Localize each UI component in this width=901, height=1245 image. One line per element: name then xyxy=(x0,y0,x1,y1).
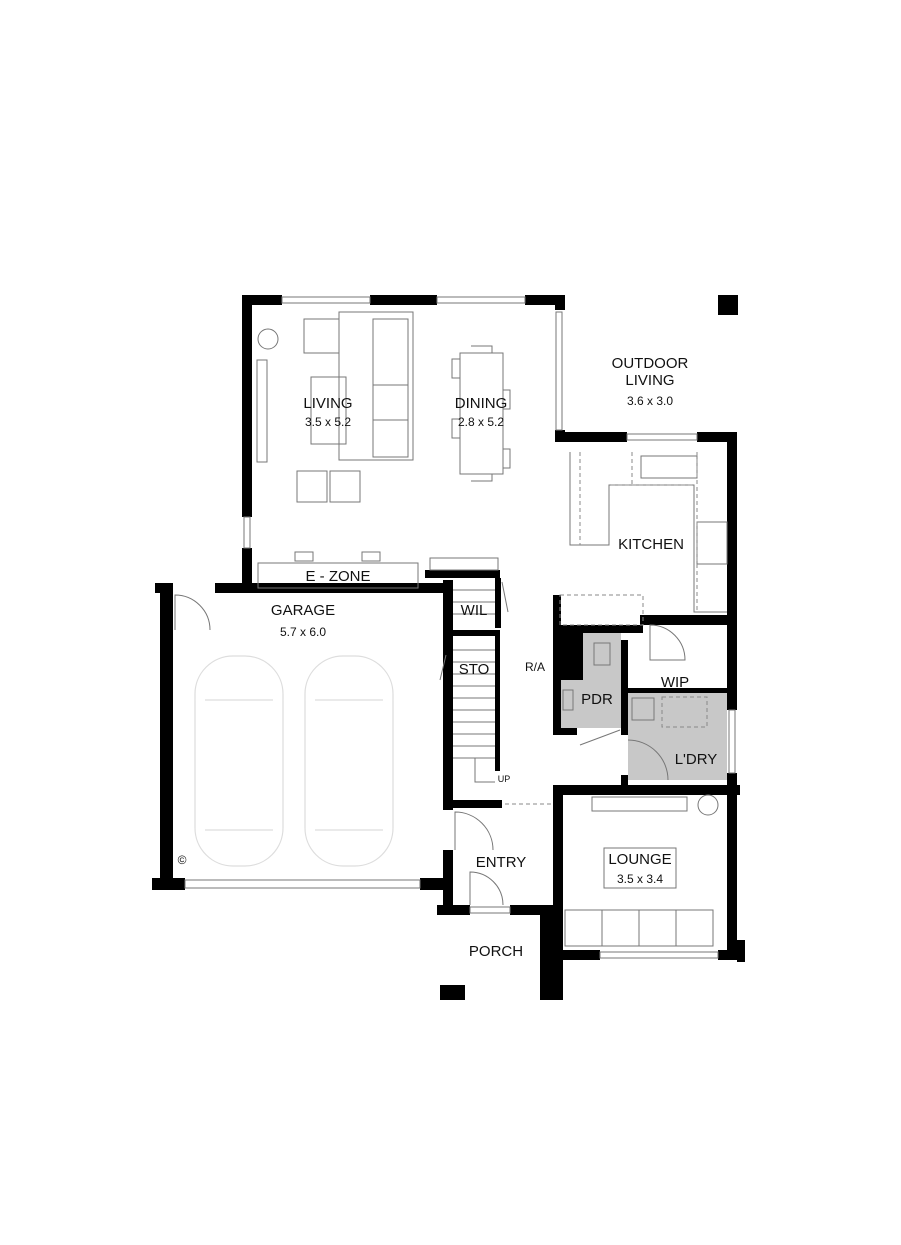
outdoor-living-size: 3.6 x 3.0 xyxy=(627,394,673,408)
wall-segment xyxy=(440,985,465,1000)
wall-segment xyxy=(495,636,500,771)
living-label: LIVING xyxy=(303,395,352,412)
pdr-label: PDR xyxy=(581,691,613,708)
wall-segment xyxy=(697,432,737,442)
lounge-size: 3.5 x 3.4 xyxy=(617,872,663,886)
wall-segment xyxy=(242,548,252,593)
wall-segment xyxy=(152,878,185,890)
lounge-label-box xyxy=(603,847,677,889)
wall-segment xyxy=(553,728,577,735)
plant xyxy=(257,328,279,350)
stairs-up-label: UP xyxy=(498,774,511,784)
wall-segment xyxy=(621,775,628,787)
wall-segment xyxy=(443,580,453,810)
wall-segment xyxy=(495,578,501,628)
wall-segment xyxy=(553,950,600,960)
wall-segment xyxy=(437,905,470,915)
garage-size: 5.7 x 6.0 xyxy=(280,625,326,639)
ra-label: R/A xyxy=(525,660,545,674)
wall-segment xyxy=(242,295,282,305)
wall-segment xyxy=(727,773,737,960)
porch-label: PORCH xyxy=(469,943,523,960)
dining-label: DINING xyxy=(455,395,508,412)
wall-segment xyxy=(443,850,453,915)
laundry-label: L'DRY xyxy=(675,751,718,768)
wall-segment xyxy=(737,940,745,962)
windows xyxy=(184,296,736,959)
copyright-mark: © xyxy=(178,853,187,867)
living-size: 3.5 x 5.2 xyxy=(305,415,351,429)
wall-segment xyxy=(525,295,565,305)
wall-segment xyxy=(447,800,502,808)
entry-label: ENTRY xyxy=(476,854,527,871)
outdoor-living-label: OUTDOOR xyxy=(612,355,689,372)
car-outlines xyxy=(194,655,394,867)
wall-segment xyxy=(160,583,173,883)
wall-segment xyxy=(553,785,740,795)
dining-size: 2.8 x 5.2 xyxy=(458,415,504,429)
wall-segment xyxy=(718,950,740,960)
wall-segment xyxy=(640,615,727,625)
wall-segment xyxy=(555,295,565,310)
kitchen-bench xyxy=(569,452,728,613)
laundry-floor xyxy=(628,693,727,780)
stairs xyxy=(453,589,495,783)
wip-label: WIP xyxy=(661,674,689,691)
garage-label: GARAGE xyxy=(271,602,335,619)
lounge-label: LOUNGE xyxy=(608,851,671,868)
outdoor-living-label-2: LIVING xyxy=(625,372,674,389)
wall-segment xyxy=(453,630,500,636)
stair-arrow xyxy=(474,758,495,783)
wall-segment xyxy=(420,878,450,890)
doors xyxy=(174,581,686,906)
sto-label: STO xyxy=(459,661,490,678)
fixtures xyxy=(562,642,714,947)
kitchen-cabinets xyxy=(559,452,708,728)
wall-segment xyxy=(242,295,252,517)
e-zone-label: E - ZONE xyxy=(305,568,370,585)
wall-segment xyxy=(553,625,643,633)
wall-segment xyxy=(727,440,737,710)
wall-segment xyxy=(510,905,555,915)
kitchen-label: KITCHEN xyxy=(618,536,684,553)
wall-segment xyxy=(718,295,738,315)
wall-segment xyxy=(627,688,727,693)
wall-segment xyxy=(370,295,437,305)
living-dining-furniture xyxy=(256,311,511,589)
wall-segment xyxy=(561,625,583,680)
wall-segment xyxy=(540,905,555,1000)
wall-segment xyxy=(553,785,563,1000)
wall-segment xyxy=(621,640,628,735)
lounge-plant xyxy=(697,794,719,816)
wall-segment xyxy=(555,432,627,442)
wall-segment xyxy=(425,570,500,578)
wil-label: WIL xyxy=(461,602,488,619)
wall-segment xyxy=(553,595,561,735)
